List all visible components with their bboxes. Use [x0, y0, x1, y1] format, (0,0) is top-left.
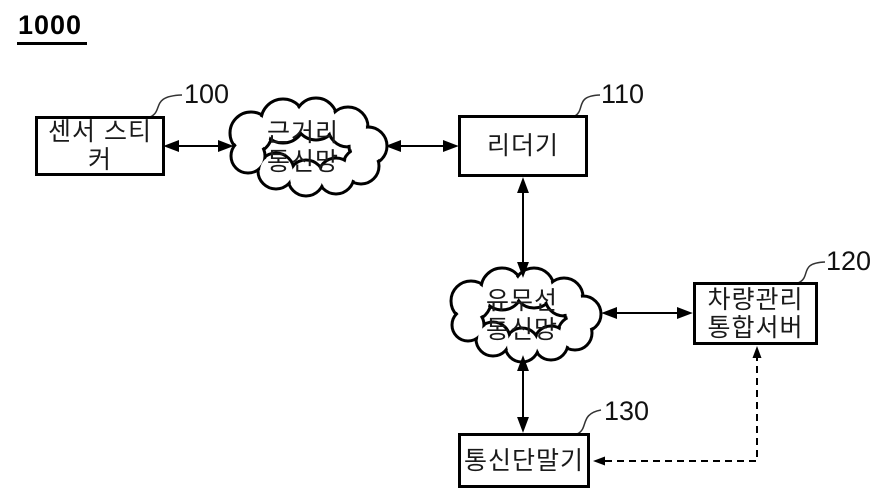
edge-wiredwireless-terminal-arrow: [519, 358, 528, 430]
node-reader: 리더기: [458, 115, 588, 177]
edge-shortrange-reader-arrow: [388, 142, 456, 151]
ref-label-120: 120: [826, 248, 871, 275]
arrowhead-left-icon: [593, 457, 605, 466]
edge-sensor-shortrange-arrow: [166, 142, 231, 151]
node-wired-wireless-network-label-line2: 통신망: [462, 316, 582, 345]
arrowhead-right-icon: [444, 142, 456, 151]
ref-label-110: 110: [601, 81, 644, 108]
ref-label-130: 130: [604, 398, 649, 425]
arrowhead-left-icon: [166, 142, 178, 151]
node-communication-terminal-label: 통신단말기: [464, 447, 584, 475]
ref-label-100: 100: [184, 81, 229, 108]
node-sensor-sticker: 센서 스티커: [35, 116, 165, 176]
edge-wiredwireless-server-arrow: [604, 309, 690, 318]
node-vehicle-management-server-label-line1: 차량관리: [707, 286, 803, 314]
node-vehicle-management-server: 차량관리 통합서버: [693, 282, 818, 345]
node-reader-label: 리더기: [487, 132, 559, 160]
arrowhead-down-icon: [519, 418, 528, 430]
node-vehicle-management-server-label-line2: 통합서버: [707, 314, 803, 342]
leader-line-130: [577, 410, 601, 434]
node-communication-terminal: 통신단말기: [458, 433, 590, 488]
arrowhead-left-icon: [604, 309, 616, 318]
arrowhead-right-icon: [219, 142, 231, 151]
node-short-range-network-label-line2: 통신망: [243, 148, 363, 177]
arrowhead-right-icon: [678, 309, 690, 318]
arrowhead-up-icon: [753, 346, 762, 358]
node-wired-wireless-network-label-line1: 유무선: [462, 287, 582, 316]
arrowhead-left-icon: [388, 142, 400, 151]
figure-number: 1000: [17, 10, 87, 45]
edge-reader-wiredwireless-arrow: [519, 180, 528, 275]
node-short-range-network-label-line1: 근거리: [243, 119, 363, 148]
leader-line-100: [150, 95, 182, 117]
node-short-range-network: 근거리 통신망: [243, 119, 363, 177]
leader-line-120: [798, 262, 825, 283]
leader-line-110: [573, 95, 600, 117]
node-sensor-sticker-label: 센서 스티커: [38, 118, 162, 174]
arrowhead-up-icon: [519, 180, 528, 192]
node-wired-wireless-network: 유무선 통신망: [462, 287, 582, 345]
